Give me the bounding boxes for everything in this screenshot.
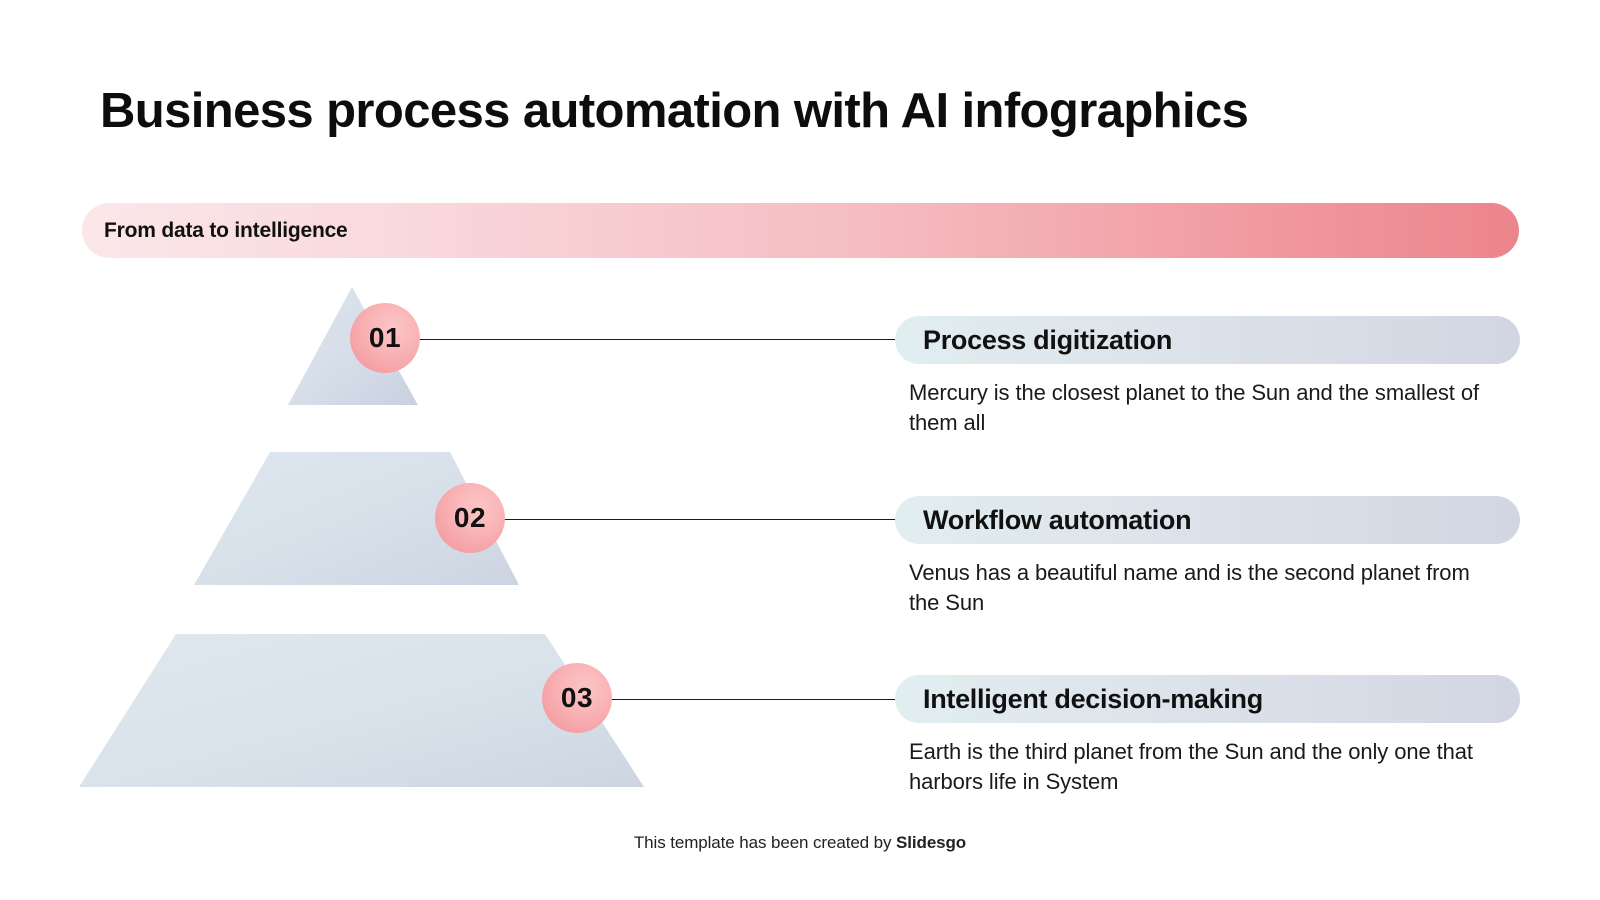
step-label-3: Intelligent decision-making [923, 683, 1263, 714]
step-label-bar-2[interactable]: Workflow automation [895, 496, 1520, 544]
step-body-1: Mercury is the closest planet to the Sun… [909, 380, 1479, 436]
step-label-1: Process digitization [923, 324, 1173, 355]
step-badge-02[interactable]: 02 [435, 483, 505, 553]
step-row-1: Process digitization Mercury is the clos… [895, 316, 1520, 439]
footer-brand[interactable]: Slidesgo [896, 833, 967, 852]
step-label-bar-1[interactable]: Process digitization [895, 316, 1520, 364]
section-banner: From data to intelligence [82, 203, 1519, 258]
step-label-2: Workflow automation [923, 504, 1192, 535]
step-row-3: Intelligent decision-making Earth is the… [895, 675, 1520, 798]
connector-line-2 [503, 519, 900, 520]
step-body-3: Earth is the third planet from the Sun a… [909, 739, 1473, 795]
connector-line-1 [418, 339, 900, 340]
step-badge-03[interactable]: 03 [542, 663, 612, 733]
footer-credit: This template has been created by Slides… [0, 833, 1600, 853]
section-banner-label: From data to intelligence [104, 218, 348, 242]
footer-credit-text: This template has been created by [633, 833, 897, 852]
page-title: Business process automation with AI info… [100, 84, 1249, 138]
connector-line-3 [610, 699, 900, 700]
step-row-2: Workflow automation Venus has a beautifu… [895, 496, 1520, 619]
step-label-bar-3[interactable]: Intelligent decision-making [895, 675, 1520, 723]
step-body-2: Venus has a beautiful name and is the se… [909, 560, 1470, 616]
step-badge-01[interactable]: 01 [350, 303, 420, 373]
